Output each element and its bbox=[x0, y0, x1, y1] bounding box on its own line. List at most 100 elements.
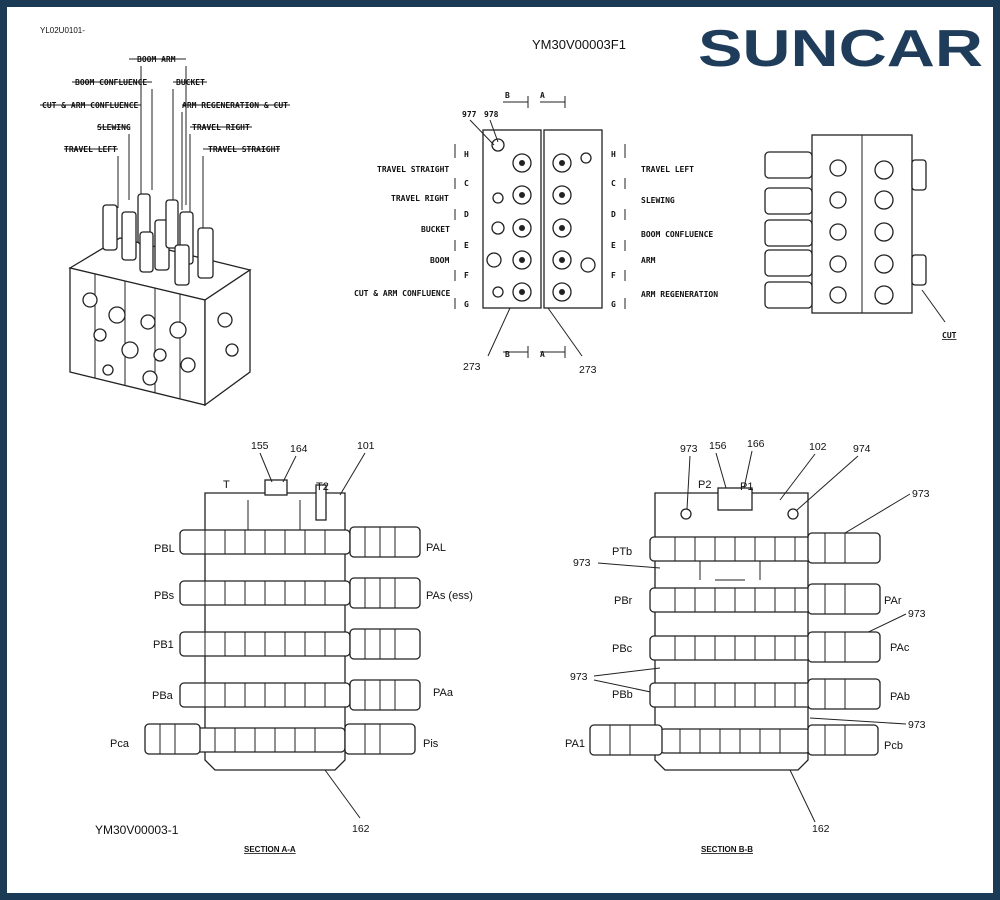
isometric-valve-view: BOOM ARM BOOM CONFLUENCE BUCKET CUT & AR… bbox=[40, 55, 290, 407]
port-pas-ess: PAs (ess) bbox=[426, 590, 473, 602]
part-156: 156 bbox=[709, 440, 727, 452]
front-label-slewing: SLEWING bbox=[641, 196, 675, 205]
iso-label-arm-regeneration-cut: ARM REGENERATION & CUT bbox=[182, 101, 288, 110]
side-caps bbox=[764, 151, 927, 309]
code-top-center: YM30V00003F1 bbox=[532, 37, 626, 52]
section-letter-c-right: C bbox=[611, 179, 616, 188]
section-arrows bbox=[454, 144, 626, 309]
section-letter-h-right: H bbox=[611, 150, 616, 159]
front-valve-view: B A B A TRAVEL STRAIGHT TRAVEL RIGHT BUC… bbox=[354, 91, 718, 376]
section-mark-b-top: B bbox=[505, 91, 510, 100]
front-label-travel-straight: TRAVEL STRAIGHT bbox=[377, 165, 449, 174]
port-p1: P1 bbox=[740, 481, 753, 493]
iso-label-travel-straight: TRAVEL STRAIGHT bbox=[208, 145, 280, 154]
section-bb-title: SECTION B-B bbox=[701, 845, 753, 854]
part-973-left-low: 973 bbox=[570, 671, 588, 683]
port-pba: PBa bbox=[152, 690, 174, 702]
section-aa-title: SECTION A-A bbox=[244, 845, 296, 854]
part-273-left: 273 bbox=[463, 361, 481, 373]
code-bottom-left: YM30V00003-1 bbox=[95, 823, 179, 837]
part-973-right-low: 973 bbox=[908, 719, 926, 731]
part-974: 974 bbox=[853, 443, 871, 455]
front-port-centers bbox=[519, 160, 565, 295]
part-101: 101 bbox=[357, 440, 375, 452]
port-par: PAr bbox=[884, 595, 902, 607]
brand-text: SUNCAR bbox=[698, 20, 983, 78]
front-block-left bbox=[482, 129, 542, 309]
part-102: 102 bbox=[809, 441, 827, 453]
front-label-arm-regeneration: ARM REGENERATION bbox=[641, 290, 718, 299]
iso-spool-caps bbox=[102, 193, 214, 286]
port-pbc: PBc bbox=[612, 643, 633, 655]
section-letter-f-left: F bbox=[464, 271, 469, 280]
port-pis: Pis bbox=[423, 738, 439, 750]
front-label-cut-arm-confluence: CUT & ARM CONFLUENCE bbox=[354, 289, 451, 298]
part-273-right: 273 bbox=[579, 364, 597, 376]
part-977: 977 bbox=[462, 110, 477, 119]
side-ports bbox=[829, 159, 894, 305]
part-164: 164 bbox=[290, 443, 308, 455]
section-letter-d-left: D bbox=[464, 210, 469, 219]
section-mark-a-bottom: A bbox=[540, 350, 545, 359]
port-pb1: PB1 bbox=[153, 639, 174, 651]
section-letter-e-left: E bbox=[464, 241, 469, 250]
part-162-bb: 162 bbox=[812, 823, 830, 835]
section-letter-e-right: E bbox=[611, 241, 616, 250]
port-pac: PAc bbox=[890, 642, 910, 654]
part-973-left: 973 bbox=[573, 557, 591, 569]
brand-logo: SUNCAR bbox=[698, 20, 983, 78]
part-978: 978 bbox=[484, 110, 499, 119]
port-pbl: PBL bbox=[154, 543, 175, 555]
port-p2: P2 bbox=[698, 479, 711, 491]
section-letter-c-left: C bbox=[464, 179, 469, 188]
iso-ports bbox=[82, 292, 239, 386]
iso-label-slewing: SLEWING bbox=[97, 123, 131, 132]
side-label-cut: CUT bbox=[942, 331, 957, 340]
port-pca: Pca bbox=[110, 738, 130, 750]
section-letter-d-right: D bbox=[611, 210, 616, 219]
side-valve-view: CUT bbox=[764, 134, 957, 340]
front-label-bucket: BUCKET bbox=[421, 225, 450, 234]
front-label-boom-confluence: BOOM CONFLUENCE bbox=[641, 230, 713, 239]
section-mark-b-bottom: B bbox=[505, 350, 510, 359]
section-a-a: T T2 155 164 101 162 PBL PBs PB1 PBa Pca bbox=[110, 440, 473, 854]
port-pbb: PBb bbox=[612, 689, 633, 701]
part-155: 155 bbox=[251, 440, 269, 452]
port-pbr: PBr bbox=[614, 595, 633, 607]
port-ptb: PTb bbox=[612, 546, 632, 558]
iso-label-boom-confluence: BOOM CONFLUENCE bbox=[75, 78, 147, 87]
iso-body-side bbox=[204, 268, 251, 407]
front-label-travel-left: TRAVEL LEFT bbox=[641, 165, 694, 174]
section-mark-a-top: A bbox=[540, 91, 545, 100]
iso-label-cut-arm-confluence: CUT & ARM CONFLUENCE bbox=[42, 101, 139, 110]
code-top-left: YL02U0101- bbox=[40, 26, 85, 35]
port-pa1: PA1 bbox=[565, 738, 585, 750]
part-973-top: 973 bbox=[680, 443, 698, 455]
iso-label-travel-right: TRAVEL RIGHT bbox=[192, 123, 250, 132]
port-pab: PAb bbox=[890, 691, 910, 703]
section-bb-spool-grooves bbox=[609, 533, 846, 755]
port-pal: PAL bbox=[426, 542, 446, 554]
section-letter-h-left: H bbox=[464, 150, 469, 159]
part-166: 166 bbox=[747, 438, 765, 450]
port-paa: PAa bbox=[433, 687, 454, 699]
front-label-arm: ARM bbox=[641, 256, 656, 265]
front-block-right bbox=[543, 129, 603, 309]
section-b-b: P2 P1 973 156 166 102 974 973 973 973 97… bbox=[565, 438, 930, 854]
section-letter-g-left: G bbox=[464, 300, 469, 309]
section-letter-g-right: G bbox=[611, 300, 616, 309]
port-t2: T2 bbox=[316, 481, 329, 493]
section-aa-spool-grooves bbox=[159, 527, 396, 754]
iso-label-travel-left: TRAVEL LEFT bbox=[64, 145, 117, 154]
part-973-right-mid: 973 bbox=[908, 608, 926, 620]
part-162-aa: 162 bbox=[352, 823, 370, 835]
port-pcb: Pcb bbox=[884, 740, 903, 752]
iso-label-bucket: BUCKET bbox=[176, 78, 205, 87]
part-973-right-top: 973 bbox=[912, 488, 930, 500]
front-label-boom: BOOM bbox=[430, 256, 449, 265]
iso-label-boom-arm: BOOM ARM bbox=[137, 55, 176, 64]
port-pbs: PBs bbox=[154, 590, 175, 602]
